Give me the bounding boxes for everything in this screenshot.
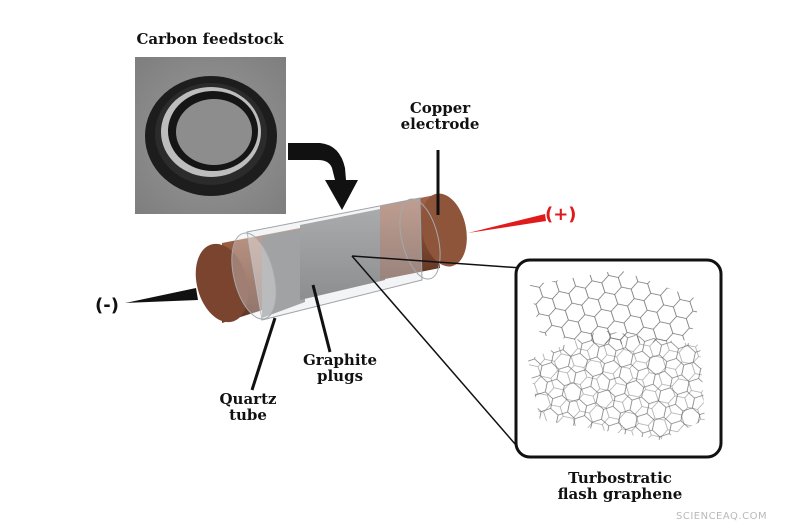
positive-terminal-label: (+) — [545, 204, 577, 225]
copper-label-line1: Copper — [409, 99, 471, 117]
turbo-label-line1: Turbostratic — [568, 469, 672, 487]
graphite-body — [300, 208, 385, 300]
graphite-plugs-label: Graphite plugs — [290, 352, 390, 384]
quartz-label-line1: Quartz — [219, 390, 277, 408]
graphene-inset — [514, 258, 723, 459]
quartz-pointer — [250, 317, 277, 391]
quartz-tube — [231, 197, 441, 321]
negative-terminal-label: (-) — [95, 295, 119, 316]
quartz-tube-label: Quartz tube — [198, 391, 298, 423]
graphite-plug-left — [262, 228, 305, 318]
zoom-line-top — [351, 255, 523, 269]
graphite-pointer — [311, 284, 332, 353]
turbostratic-graphene-label: Turbostratic flash graphene — [520, 470, 720, 502]
carbon-feedstock-label: Carbon feedstock — [136, 30, 284, 48]
curved-arrow-icon — [288, 143, 358, 210]
watermark: SCIENCEAQ.COM — [676, 511, 768, 522]
negative-lead — [125, 288, 198, 303]
tire-photo — [135, 57, 286, 214]
copper-electrode-label: Copper electrode — [385, 100, 495, 132]
turbo-label-line2: flash graphene — [557, 485, 683, 503]
zoom-line-bottom — [351, 255, 523, 453]
positive-lead — [468, 214, 546, 233]
graphite-label-line1: Graphite — [303, 351, 377, 369]
quartz-label-line2: tube — [229, 406, 267, 424]
copper-label-line2: electrode — [400, 115, 480, 133]
graphite-label-line2: plugs — [316, 367, 364, 385]
